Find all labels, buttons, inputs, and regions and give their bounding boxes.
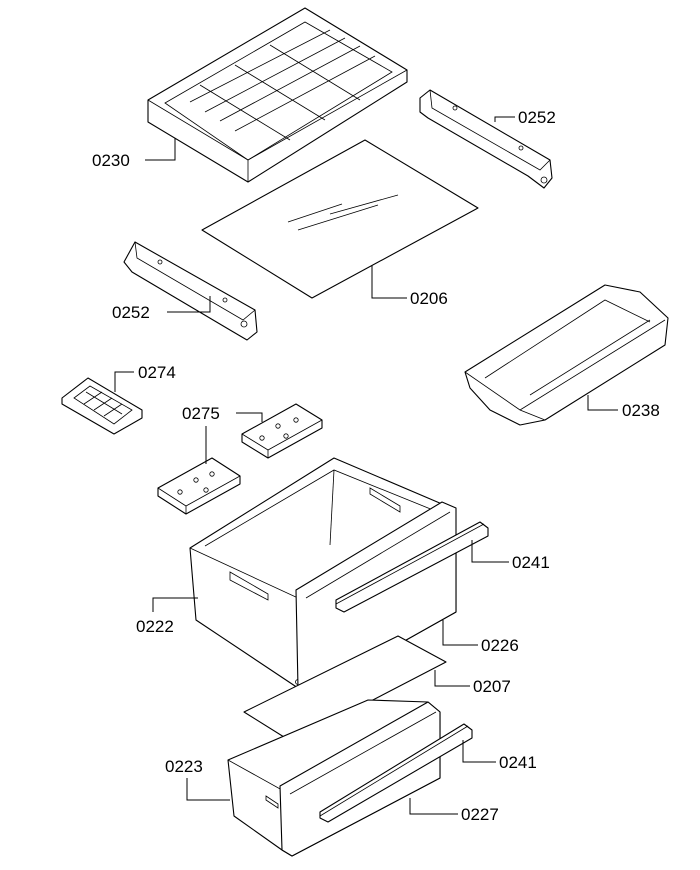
label-0227: 0227 (461, 805, 499, 824)
part-0252-right-rail (419, 89, 553, 189)
leader-0241-upper (471, 540, 509, 563)
part-0241-lower-handle (319, 723, 473, 823)
label-0230: 0230 (92, 151, 130, 170)
leader-0274 (114, 371, 134, 392)
label-0275: 0275 (182, 404, 220, 423)
label-0241-lower: 0241 (499, 753, 537, 772)
label-0252-right: 0252 (518, 108, 556, 127)
part-0275-cold-pack-lower (157, 457, 241, 515)
label-0206: 0206 (410, 289, 448, 308)
part-0275-cold-pack-upper (241, 403, 323, 459)
leader-0206 (371, 265, 407, 299)
part-0230-tray (147, 7, 408, 183)
leader-0252-right (494, 116, 515, 122)
label-0274: 0274 (138, 363, 176, 382)
leader-0252-left (167, 296, 211, 313)
part-0238-door-bin (464, 284, 669, 426)
leader-0241-lower (462, 740, 496, 763)
label-0252-left: 0252 (112, 303, 150, 322)
label-0222: 0222 (136, 617, 174, 636)
label-0207: 0207 (473, 677, 511, 696)
leader-0226 (442, 620, 478, 646)
leader-0230 (145, 138, 176, 161)
leader-0222 (152, 597, 198, 612)
part-0274-ice-tray (61, 377, 143, 435)
label-0226: 0226 (481, 636, 519, 655)
label-0238: 0238 (622, 401, 660, 420)
leader-0223 (186, 778, 230, 801)
leader-0207 (434, 670, 470, 687)
label-0241-upper: 0241 (512, 553, 550, 572)
leader-0227 (409, 798, 458, 815)
leader-0238 (587, 395, 618, 411)
leader-0275-upper (236, 412, 263, 422)
label-0223: 0223 (165, 757, 203, 776)
part-0252-left-rail (123, 241, 258, 341)
part-0206-glass-shelf (201, 139, 479, 299)
part-0241-upper-handle (335, 521, 489, 613)
